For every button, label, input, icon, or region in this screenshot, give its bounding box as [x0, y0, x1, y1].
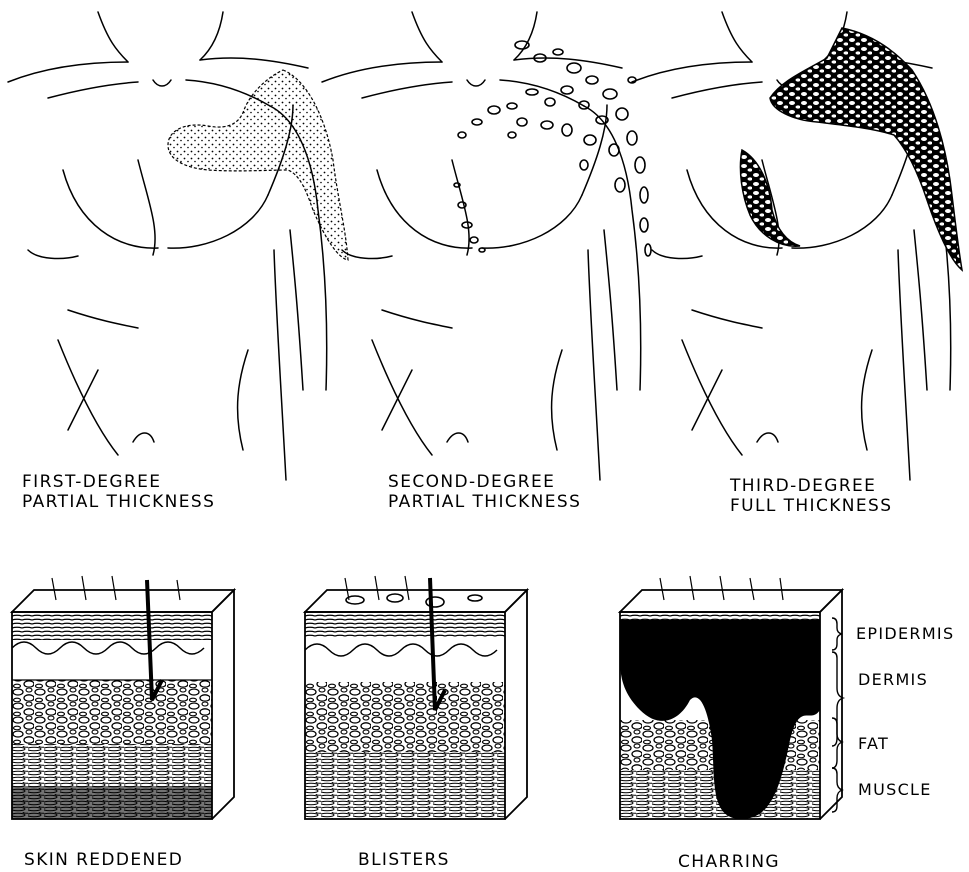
- skin-cube-first-degree: [12, 576, 234, 819]
- layer-fat: FAT: [858, 734, 889, 753]
- label-first-degree: FIRST-DEGREE PARTIAL THICKNESS: [22, 472, 215, 512]
- first-degree-thickness: PARTIAL THICKNESS: [22, 492, 215, 512]
- third-degree-title: THIRD-DEGREE: [730, 476, 892, 496]
- first-degree-title: FIRST-DEGREE: [22, 472, 215, 492]
- third-degree-charred-area: [770, 28, 962, 270]
- skin-cube-second-degree: [305, 576, 527, 819]
- torso-first-degree: [8, 12, 348, 480]
- third-degree-thickness: FULL THICKNESS: [730, 496, 892, 516]
- third-degree-lower-charred-area: [740, 150, 800, 246]
- torso-second-degree: [322, 12, 651, 480]
- label-second-degree: SECOND-DEGREE PARTIAL THICKNESS: [388, 472, 581, 512]
- second-degree-thickness: PARTIAL THICKNESS: [388, 492, 581, 512]
- caption-blisters: BLISTERS: [358, 850, 450, 870]
- torso-third-degree: [632, 12, 962, 480]
- caption-skin-reddened: SKIN REDDENED: [24, 850, 183, 870]
- label-third-degree: THIRD-DEGREE FULL THICKNESS: [730, 476, 892, 516]
- skin-cube-third-degree: [620, 576, 842, 819]
- second-degree-title: SECOND-DEGREE: [388, 472, 581, 492]
- caption-charring: CHARRING: [678, 852, 780, 872]
- layer-epidermis: EPIDERMIS: [856, 624, 954, 643]
- layer-muscle: MUSCLE: [858, 780, 932, 799]
- layer-dermis: DERMIS: [858, 670, 928, 689]
- second-degree-blisters: [454, 41, 651, 256]
